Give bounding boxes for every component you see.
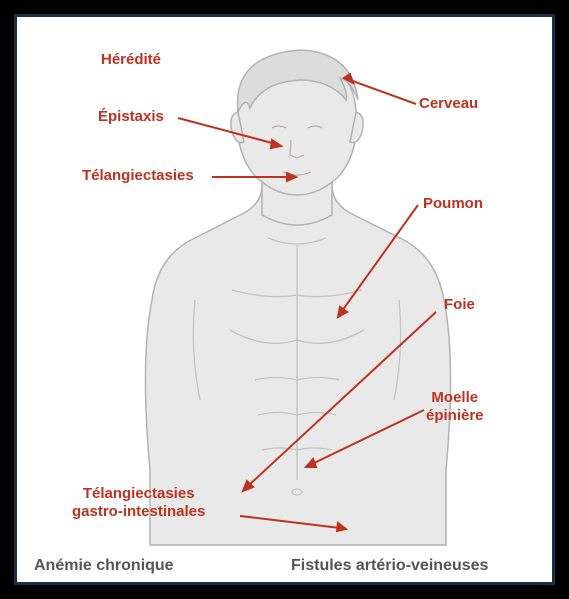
label-moelle-line2: épinière (426, 407, 484, 425)
label-ti-line1: Télangiectasies (72, 485, 205, 503)
label-moelle-epiniere: Moelle épinière (426, 389, 484, 425)
label-moelle-line1: Moelle (426, 389, 484, 407)
label-cerveau: Cerveau (419, 95, 478, 113)
label-telangiectasies: Télangiectasies (82, 167, 194, 185)
label-poumon: Poumon (423, 195, 483, 213)
caption-anemie: Anémie chronique (34, 557, 174, 575)
label-heredite: Hérédité (101, 51, 161, 69)
label-foie: Foie (444, 296, 475, 314)
label-telangiectasies-gi: Télangiectasies gastro-intestinales (72, 485, 205, 521)
label-epistaxis: Épistaxis (98, 108, 164, 126)
label-ti-line2: gastro-intestinales (72, 503, 205, 521)
caption-fistules: Fistules artério-veineuses (291, 557, 488, 575)
